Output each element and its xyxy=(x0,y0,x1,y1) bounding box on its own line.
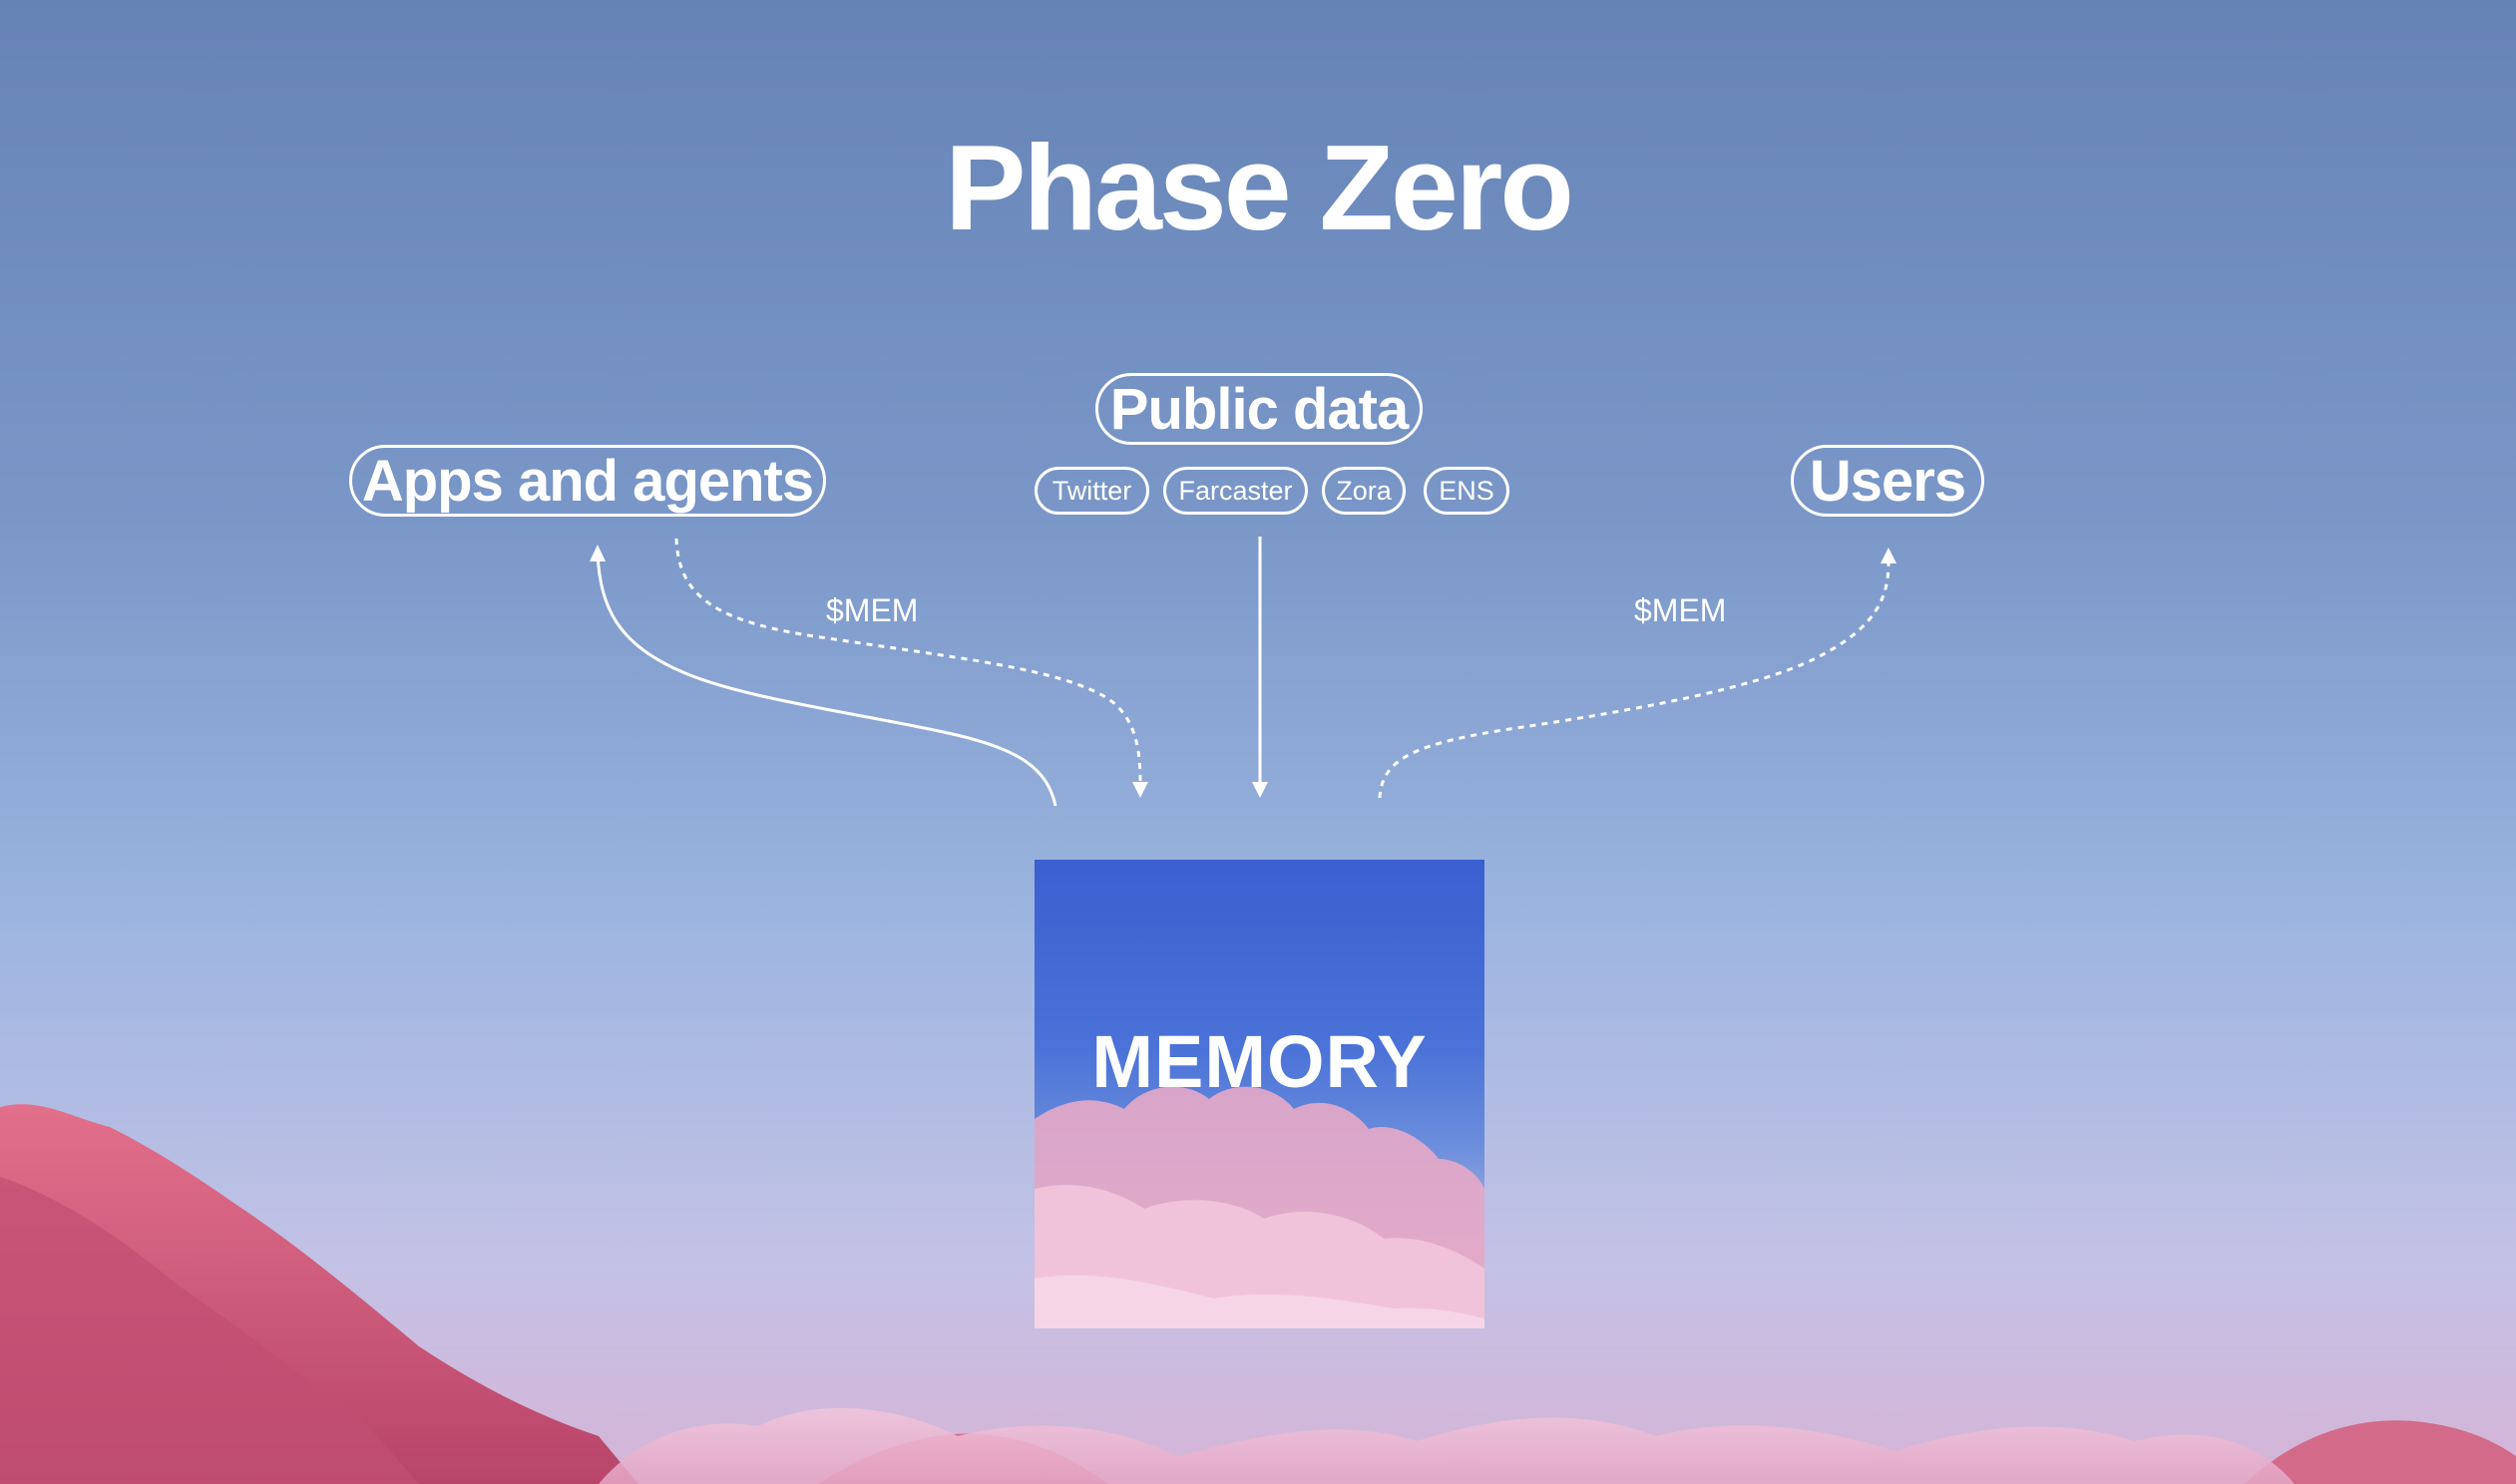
arrow-memory-to-apps xyxy=(596,554,1057,807)
source-farcaster: Farcaster xyxy=(1163,467,1308,515)
right-peak xyxy=(2245,1420,2516,1484)
source-ens-label: ENS xyxy=(1439,475,1494,506)
node-public-data-label: Public data xyxy=(1109,376,1409,442)
arrow-apps-to-memory xyxy=(674,538,1142,784)
node-apps-and-agents: Apps and agents xyxy=(349,445,826,517)
node-users: Users xyxy=(1791,445,1984,517)
bottom-clouds xyxy=(599,1407,2295,1484)
node-users-label: Users xyxy=(1809,448,1966,514)
arrow-public-data-to-memory-head xyxy=(1252,782,1268,798)
edge-label-right: $MEM xyxy=(1634,592,1727,628)
arrow-memory-to-users xyxy=(1378,561,1890,799)
arrow-memory-to-apps-head xyxy=(590,545,606,561)
source-farcaster-label: Farcaster xyxy=(1178,475,1293,506)
source-zora-label: Zora xyxy=(1336,475,1392,506)
memory-logo-box: MEMORY xyxy=(1035,860,1484,1328)
left-mountain-shade xyxy=(0,1177,419,1484)
source-twitter-label: Twitter xyxy=(1051,475,1132,506)
source-ens: ENS xyxy=(1424,467,1509,515)
edge-label-left: $MEM xyxy=(826,592,919,628)
node-public-data: Public data xyxy=(1095,373,1423,445)
page-title: Phase Zero xyxy=(945,120,1574,255)
source-zora: Zora xyxy=(1322,467,1406,515)
arrow-apps-to-memory-head xyxy=(1132,782,1148,798)
node-apps-label: Apps and agents xyxy=(361,448,814,514)
arrow-memory-to-users-head xyxy=(1881,548,1896,563)
memory-clouds xyxy=(1035,1086,1484,1328)
source-twitter: Twitter xyxy=(1035,467,1149,515)
memory-logo-text: MEMORY xyxy=(1091,1020,1428,1103)
